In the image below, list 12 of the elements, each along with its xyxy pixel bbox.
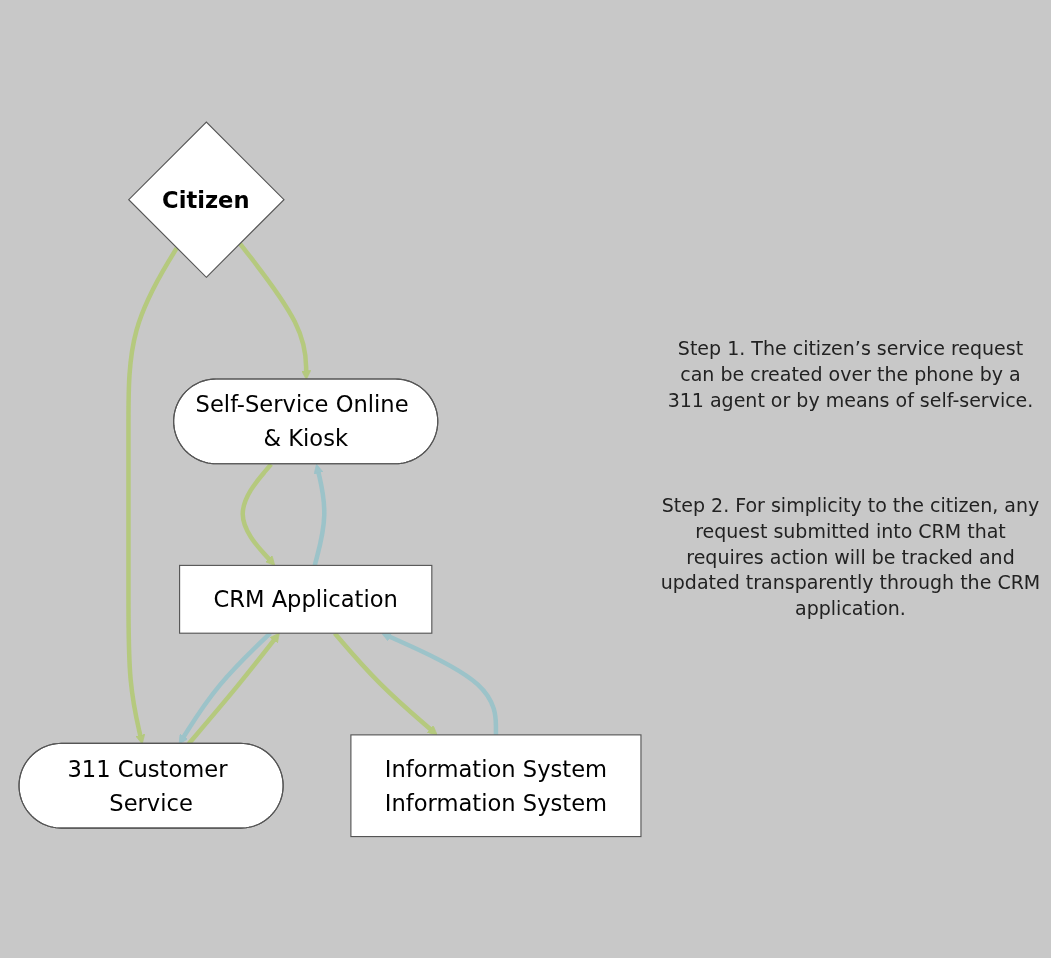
arrow <box>178 631 272 745</box>
step-note: Step 1. The citizen’s service request can be created over the phone by a 311 agent or by means of self-service. <box>666 336 1035 413</box>
arrow <box>240 462 276 566</box>
arrow <box>333 631 438 735</box>
node-box: Information System Information System <box>350 734 642 837</box>
arrow <box>312 463 327 566</box>
node-box: CRM Application <box>179 564 433 634</box>
node-diamond: Citizen <box>127 120 285 278</box>
arrow <box>237 241 312 380</box>
arrow <box>126 246 179 745</box>
arrow <box>381 632 499 735</box>
step-note: Step 2. For simplicity to the citizen, any request submitted into CRM that requires action will be tracked and updated transparently through the CRM application. <box>660 493 1041 621</box>
